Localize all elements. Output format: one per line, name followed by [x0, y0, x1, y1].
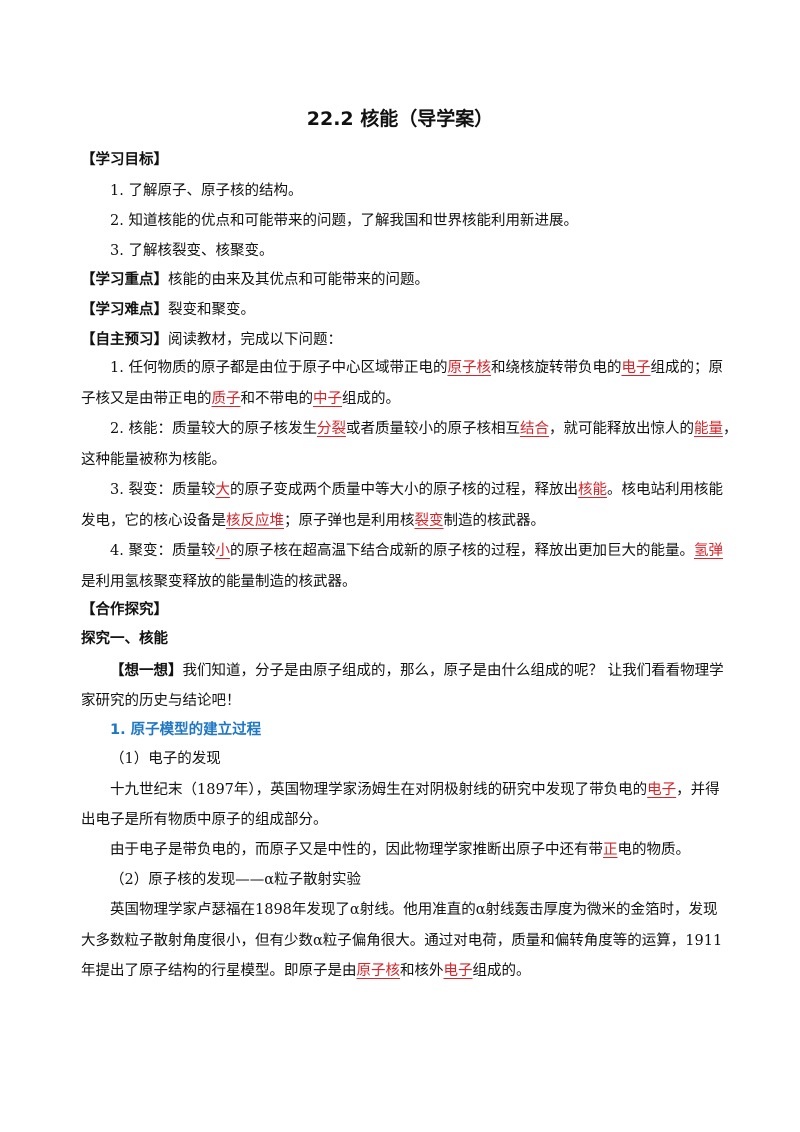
- preview-heading: 【自主预习】阅读教材，完成以下问题：: [81, 332, 342, 348]
- preview-q3-line2: 发电，它的核心设备是核反应堆；原子弹也是利用核裂变制造的核武器。: [81, 513, 545, 529]
- para-3-line1: 英国物理学家卢瑟福在1898年发现了α射线。他用准直的α射线轰击厚度为微米的金箔…: [110, 902, 718, 918]
- preview-q4-line2: 是利用氢核聚变释放的能量制造的核武器。: [81, 574, 357, 590]
- preview-q2-line1: 2. 核能：质量较大的原子核发生分裂或者质量较小的原子核相互结合，就可能释放出惊…: [110, 421, 738, 437]
- answer-blank: 核反应堆: [226, 513, 284, 529]
- answer-blank: 核能: [577, 482, 607, 498]
- answer-blank: 正: [603, 842, 618, 858]
- preview-q4-line1: 4. 聚变：质量较小的原子核在超高温下结合成新的原子核的过程，释放出更加巨大的能…: [110, 543, 723, 559]
- answer-blank: 氢弹: [693, 543, 723, 559]
- answer-blank: 电子: [621, 360, 651, 376]
- preview-q1-line2: 子核又是由带正电的质子和不带电的中子组成的。: [81, 391, 400, 407]
- subsection-2: （2）原子核的发现——α粒子散射实验: [110, 872, 362, 888]
- answer-blank: 质子: [211, 391, 241, 407]
- section-1-heading: 1. 原子模型的建立过程: [110, 722, 262, 738]
- objective-item-3: 3. 了解核裂变、核聚变。: [110, 243, 274, 259]
- inquiry-1-heading: 探究一、核能: [81, 631, 168, 647]
- answer-blank: 电子: [443, 963, 473, 979]
- answer-blank: 原子核: [356, 963, 401, 979]
- subsection-1: （1）电子的发现: [110, 751, 221, 767]
- objectives-heading: 【学习目标】: [81, 152, 168, 168]
- objective-item-1: 1. 了解原子、原子核的结构。: [110, 183, 303, 199]
- cooperation-heading: 【合作探究】: [81, 602, 168, 618]
- answer-blank: 中子: [313, 391, 342, 407]
- think-line1: 【想一想】我们知道，分子是由原子组成的，那么，原子是由什么组成的呢？ 让我们看看…: [110, 663, 724, 679]
- answer-blank: 原子核: [447, 360, 491, 376]
- preview-q3-line1: 3. 裂变：质量较大的原子变成两个质量中等大小的原子核的过程，释放出核能。核电站…: [110, 482, 723, 498]
- answer-blank: 结合: [519, 421, 549, 437]
- answer-blank: 小: [215, 543, 230, 559]
- think-line2: 家研究的历史与结论吧！: [81, 693, 241, 709]
- para-2: 由于电子是带负电的，而原子又是中性的，因此物理学家推断出原子中还有带正电的物质。: [110, 842, 690, 858]
- answer-blank: 能量: [693, 421, 723, 437]
- answer-blank: 分裂: [316, 421, 346, 437]
- preview-q1-line1: 1. 任何物质的原子都是由位于原子中心区域带正电的原子核和绕核旋转带负电的电子组…: [110, 360, 723, 376]
- answer-blank: 大: [215, 482, 230, 498]
- difficulty: 【学习难点】裂变和聚变。: [81, 302, 255, 318]
- answer-blank: 裂变: [414, 513, 444, 529]
- para-1-line1: 十九世纪末（1897年），英国物理学家汤姆生在对阴极射线的研究中发现了带负电的电…: [110, 782, 720, 798]
- preview-q2-line2: 这种能量被称为核能。: [81, 452, 226, 468]
- para-1-line2: 出电子是所有物质中原子的组成部分。: [81, 812, 328, 828]
- para-3-line3: 年提出了原子结构的行星模型。即原子是由原子核和核外电子组成的。: [81, 963, 531, 979]
- answer-blank: 电子: [647, 782, 677, 798]
- objective-item-2: 2. 知道核能的优点和可能带来的问题，了解我国和世界核能利用新进展。: [110, 213, 578, 229]
- para-3-line2: 大多数粒子散射角度很小，但有少数α粒子偏角很大。通过对电荷，质量和偏转角度等的运…: [81, 933, 723, 949]
- key-point: 【学习重点】核能的由来及其优点和可能带来的问题。: [81, 272, 429, 288]
- page-title: 22.2 核能（导学案）: [306, 108, 494, 130]
